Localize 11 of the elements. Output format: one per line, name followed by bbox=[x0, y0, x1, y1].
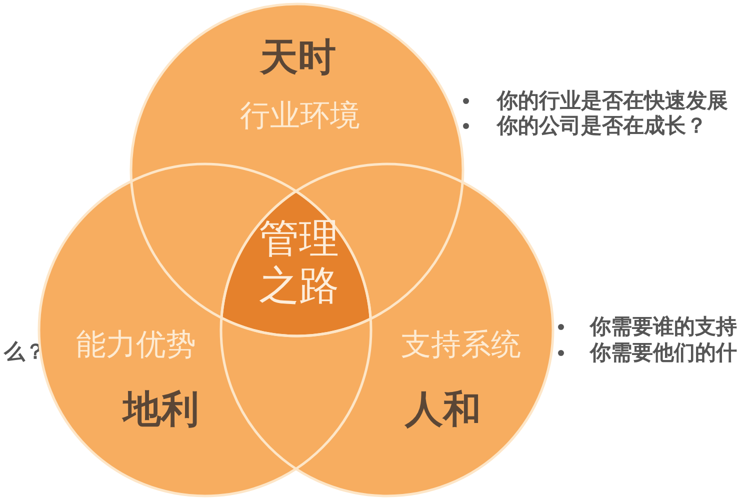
center-label: 管理之路 bbox=[258, 216, 340, 310]
question-text: 你的公司是否在成长？ bbox=[497, 114, 707, 138]
circle-label: 行业环境 bbox=[240, 100, 360, 132]
circle-label: 支持系统 bbox=[401, 328, 521, 362]
question-text: 你的行业是否在快速发展 bbox=[497, 89, 728, 113]
circle-title: 地利 bbox=[123, 389, 199, 431]
circle-title: 人和 bbox=[405, 389, 481, 431]
question-text: 你需要谁的支持 bbox=[590, 315, 737, 339]
question-text: 你需要他们的什 bbox=[590, 341, 737, 365]
circle-title: 天时 bbox=[260, 37, 336, 79]
circle-label: 能力优势 bbox=[76, 328, 196, 362]
